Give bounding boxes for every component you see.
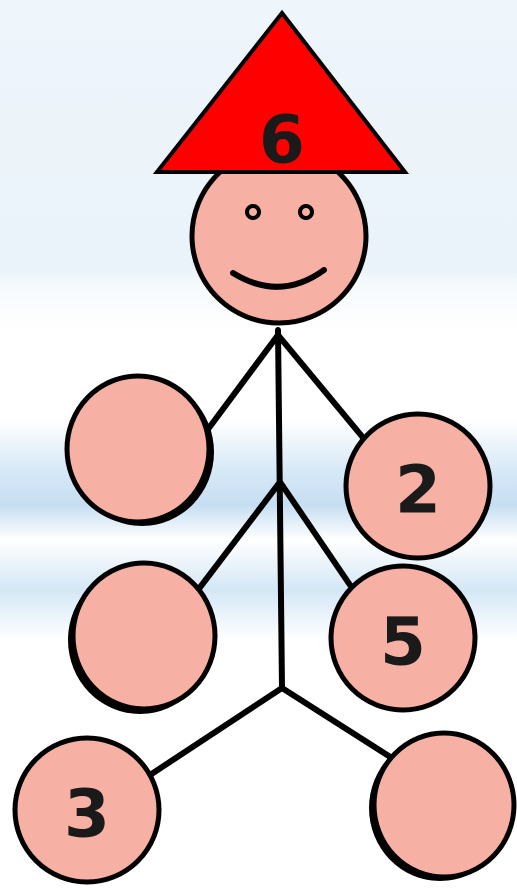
circle-right-middle-label: 5 <box>380 604 426 681</box>
arm-right-upper-line <box>278 335 365 440</box>
circle-left-bottom-label: 3 <box>64 776 110 853</box>
circle-left-middle[interactable] <box>68 563 215 714</box>
arm-left-upper-line <box>200 335 278 440</box>
circle-left-upper[interactable] <box>67 376 214 526</box>
spine-line <box>278 330 282 688</box>
arm-right-middle-line <box>280 482 350 585</box>
circle-right-upper[interactable]: 2 <box>346 414 490 558</box>
circle-right-upper-label: 2 <box>395 452 441 529</box>
circle-right-middle[interactable]: 5 <box>331 566 475 710</box>
circle-left-bottom[interactable]: 3 <box>15 738 159 882</box>
hat: 6 <box>157 13 405 179</box>
circle-right-bottom[interactable] <box>369 733 514 881</box>
top-number: 6 <box>259 102 305 179</box>
arm-left-middle-line <box>198 482 280 590</box>
